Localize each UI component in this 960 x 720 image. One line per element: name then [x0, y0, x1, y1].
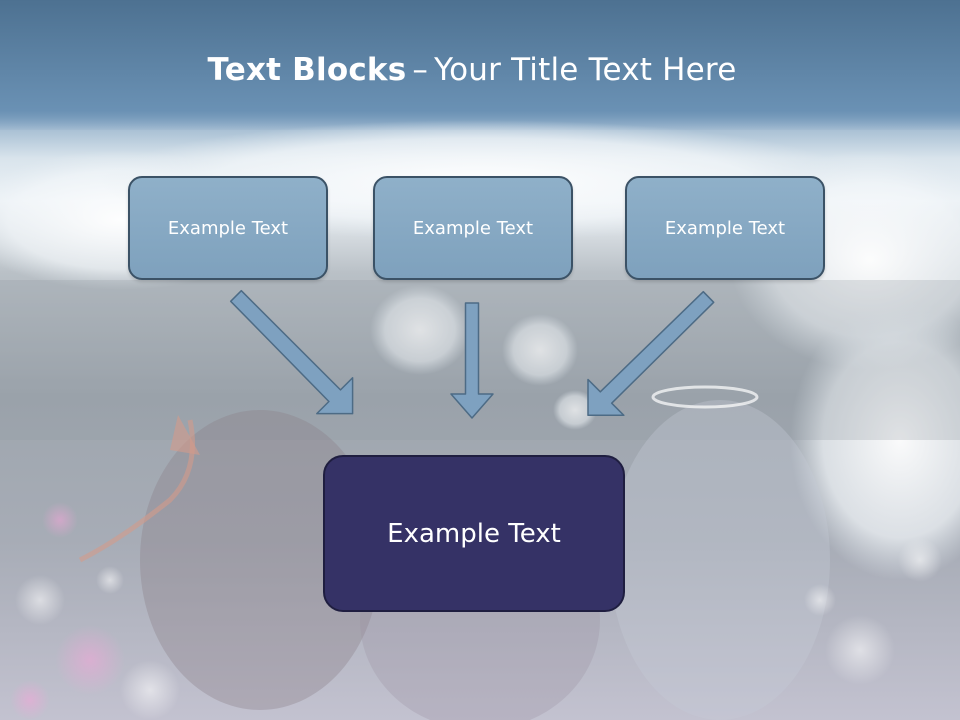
text-block-middle[interactable]: Example Text	[373, 176, 573, 280]
arrow-right-icon	[587, 290, 715, 417]
text-block-right[interactable]: Example Text	[625, 176, 825, 280]
title-bar	[0, 0, 960, 130]
text-block-center[interactable]: Example Text	[323, 455, 625, 612]
text-block-left[interactable]: Example Text	[128, 176, 328, 280]
title-separator: –	[412, 52, 429, 88]
slide-title: Text Blocks–Your Title Text Here	[0, 52, 944, 88]
title-bold-part: Text Blocks	[207, 52, 407, 88]
arrow-down-icon	[450, 302, 494, 419]
title-rest-part: Your Title Text Here	[434, 52, 737, 88]
arrow-left-icon	[229, 289, 354, 415]
